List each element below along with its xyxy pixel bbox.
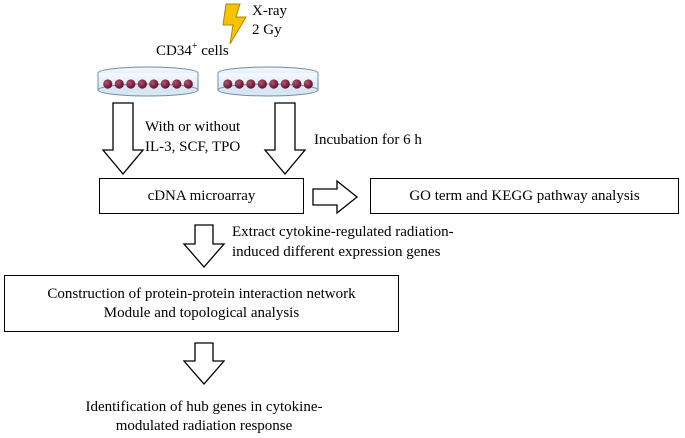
arrow-down-right [263, 102, 307, 176]
cell-sphere [126, 79, 136, 89]
go-kegg-box: GO term and KEGG pathway analysis [370, 178, 679, 214]
cell-sphere [172, 79, 182, 89]
xray-label: X-ray [252, 3, 287, 19]
extract-line2: induced different expression genes [232, 244, 441, 260]
cell-sphere [183, 79, 193, 89]
go-kegg-label: GO term and KEGG pathway analysis [409, 187, 640, 204]
dose-label: 2 Gy [252, 22, 282, 38]
result-line1: Identification of hub genes in cytokine- [85, 399, 323, 415]
cell-sphere [292, 79, 302, 89]
cells-label-main: CD34 [156, 43, 192, 59]
cells-label-suffix: cells [197, 43, 229, 59]
cell-sphere [303, 79, 313, 89]
arrow-down-ppi [182, 224, 226, 268]
conditions-line2: IL-3, SCF, TPO [145, 139, 241, 155]
cell-sphere [257, 79, 267, 89]
lightning-icon [222, 3, 247, 45]
ppi-box: Construction of protein-protein interact… [4, 275, 399, 332]
arrow-down-left [101, 102, 145, 176]
culture-dish-left [97, 66, 199, 97]
cell-sphere [103, 79, 113, 89]
incubation-label: Incubation for 6 h [314, 132, 422, 148]
conditions-line1: With or without [145, 119, 241, 135]
culture-dish-right [217, 66, 319, 97]
microarray-label: cDNA microarray [147, 187, 256, 204]
cell-sphere [280, 79, 290, 89]
cells-label: CD34+ cells [156, 42, 229, 60]
arrow-down-result [182, 342, 226, 385]
microarray-box: cDNA microarray [99, 178, 304, 214]
cell-sphere [160, 79, 170, 89]
cells-label-superscript: + [191, 41, 198, 52]
result-line2: modulated radiation response [115, 418, 293, 434]
cell-sphere [246, 79, 256, 89]
cells-left [103, 79, 193, 89]
ppi-line2: Module and topological analysis [103, 304, 300, 321]
extract-line1: Extract cytokine-regulated radiation- [232, 224, 454, 240]
cells-right [223, 79, 313, 89]
cell-sphere [137, 79, 147, 89]
cell-sphere [149, 79, 159, 89]
ppi-line1: Construction of protein-protein interact… [47, 285, 356, 302]
arrow-right-go-kegg [312, 179, 359, 215]
cell-sphere [269, 79, 279, 89]
cell-sphere [223, 79, 233, 89]
cell-sphere [234, 79, 244, 89]
cell-sphere [114, 79, 124, 89]
